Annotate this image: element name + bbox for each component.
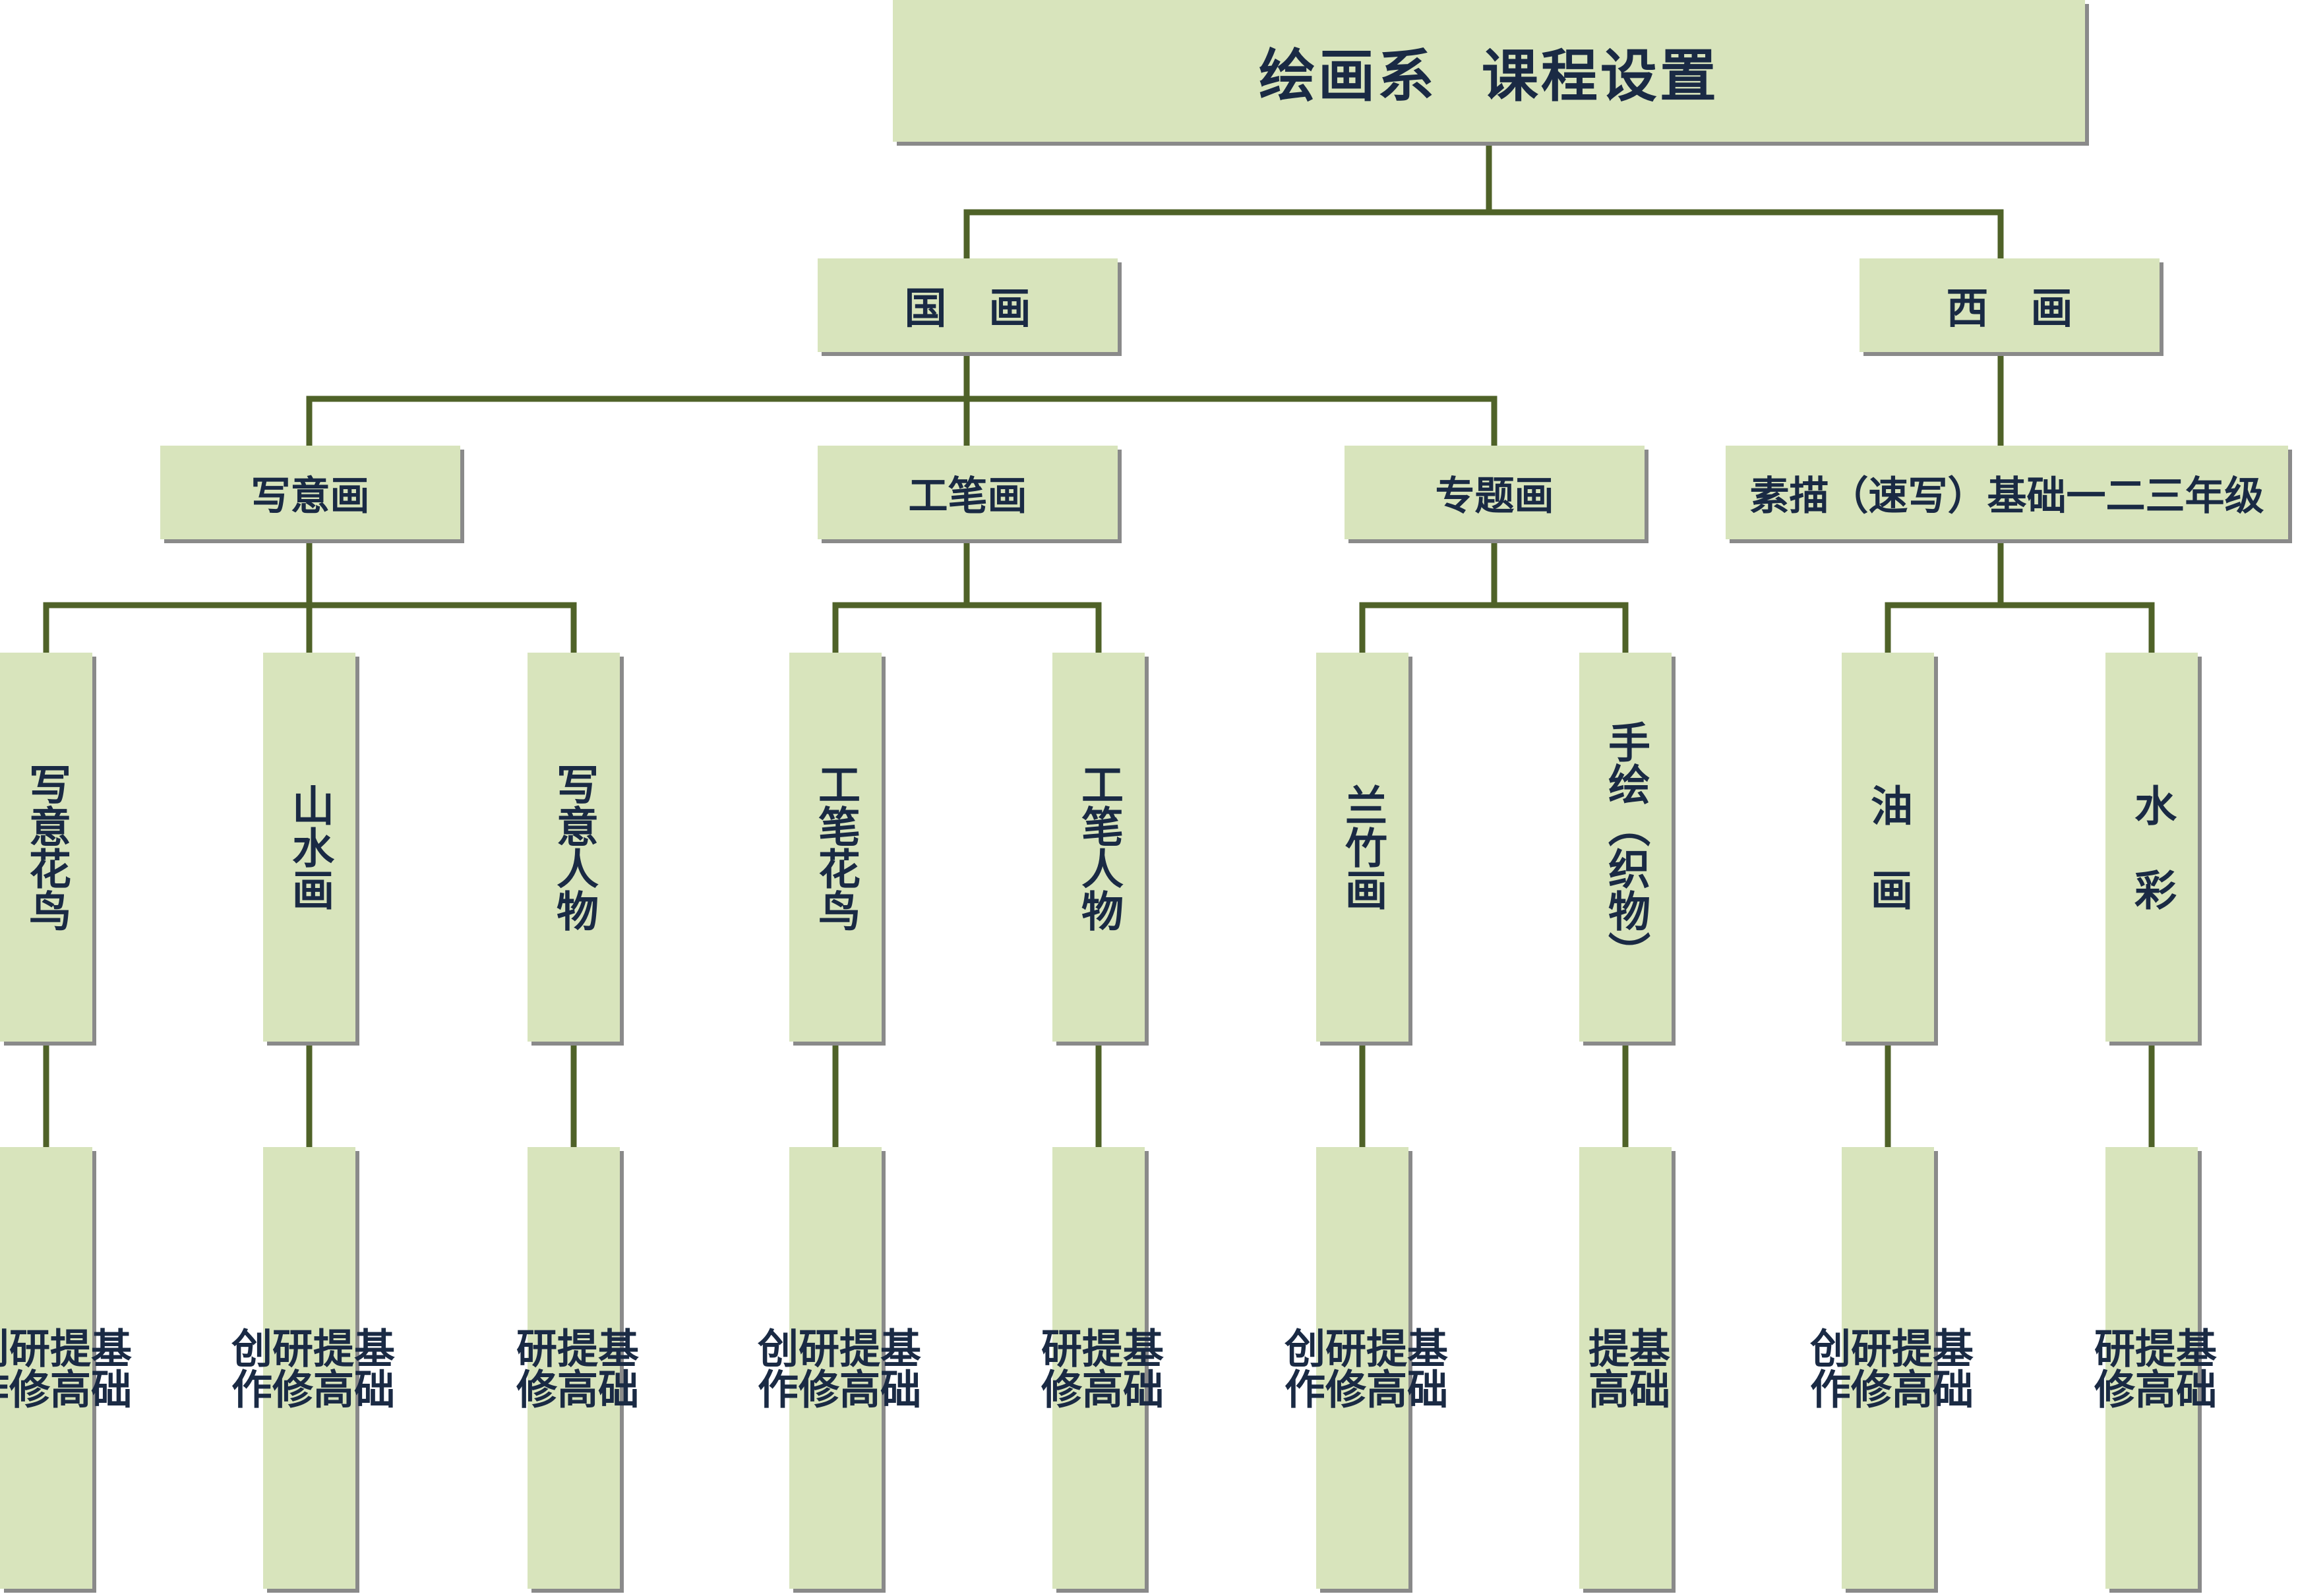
course-box: 油 画 — [1842, 653, 1934, 1042]
levels-text: 基础 提高 — [1581, 1327, 1670, 1409]
levels-box: 基础 提高 研修 创作 — [750, 1147, 921, 1589]
levels-box: 基础 提高 研修 — [1034, 1147, 1164, 1589]
course-box: 写意人物 — [528, 653, 620, 1042]
levels-box: 基础 提高 — [1579, 1147, 1672, 1589]
course-label: 工笔花鸟 — [811, 763, 860, 931]
levels-text: 基础 提高 研修 — [509, 1327, 639, 1409]
course-box: 手绘（织物） — [1579, 653, 1672, 1042]
course-label: 写意人物 — [549, 763, 598, 931]
node-gongbihua: 工笔画 — [818, 446, 1118, 539]
course-label: 山水画 — [285, 784, 334, 910]
course-box: 山水画 — [263, 653, 355, 1042]
course-label: 工笔人物 — [1074, 763, 1123, 931]
course-box: 工笔花鸟 — [789, 653, 882, 1042]
course-label: 手绘（织物） — [1601, 721, 1650, 974]
course-label: 油 画 — [1863, 784, 1912, 910]
node-label: 专题画 — [1435, 473, 1554, 519]
levels-box: 基础 提高 研修 创作 — [1803, 1147, 1974, 1589]
node-label: 工笔画 — [908, 473, 1027, 519]
levels-text: 基础 提高 研修 — [1034, 1327, 1164, 1409]
course-box: 兰竹画 — [1316, 653, 1408, 1042]
node-label: 写意画 — [251, 473, 370, 519]
course-label: 写意花鸟 — [22, 763, 71, 931]
levels-box: 基础 提高 研修 创作 — [224, 1147, 395, 1589]
course-box: 水 彩 — [2105, 653, 2198, 1042]
levels-box: 基础 提高 研修 — [509, 1147, 639, 1589]
node-label: 西 画 — [1946, 285, 2073, 334]
levels-text: 基础 提高 研修 — [2087, 1327, 2217, 1409]
levels-text: 基础 提高 研修 创作 — [750, 1327, 921, 1409]
levels-text: 基础 提高 研修 创作 — [224, 1327, 395, 1409]
levels-box: 基础 提高 研修 创作 — [0, 1147, 132, 1589]
course-label: 兰竹画 — [1338, 784, 1387, 910]
course-box: 工笔人物 — [1052, 653, 1145, 1042]
levels-box: 基础 提高 研修 — [2087, 1147, 2217, 1589]
levels-box: 基础 提高 研修 创作 — [1277, 1147, 1448, 1589]
node-xieyihua: 写意画 — [160, 446, 460, 539]
node-sumiao: 素描（速写）基础一二三年级 — [1726, 446, 2288, 539]
course-box: 写意花鸟 — [0, 653, 92, 1042]
node-label: 素描（速写）基础一二三年级 — [1749, 473, 2264, 519]
node-xihua: 西 画 — [1860, 258, 2160, 352]
levels-text: 基础 提高 研修 创作 — [1277, 1327, 1448, 1409]
levels-text: 基础 提高 研修 创作 — [0, 1327, 132, 1409]
node-label: 国 画 — [904, 285, 1031, 334]
node-guohua: 国 画 — [818, 258, 1118, 352]
chart-title: 绘画系 课程设置 — [1259, 44, 1719, 109]
levels-text: 基础 提高 研修 创作 — [1803, 1327, 1974, 1409]
chart-title-box: 绘画系 课程设置 — [893, 0, 2085, 142]
node-zhuantihua: 专题画 — [1345, 446, 1645, 539]
course-label: 水 彩 — [2127, 784, 2176, 910]
